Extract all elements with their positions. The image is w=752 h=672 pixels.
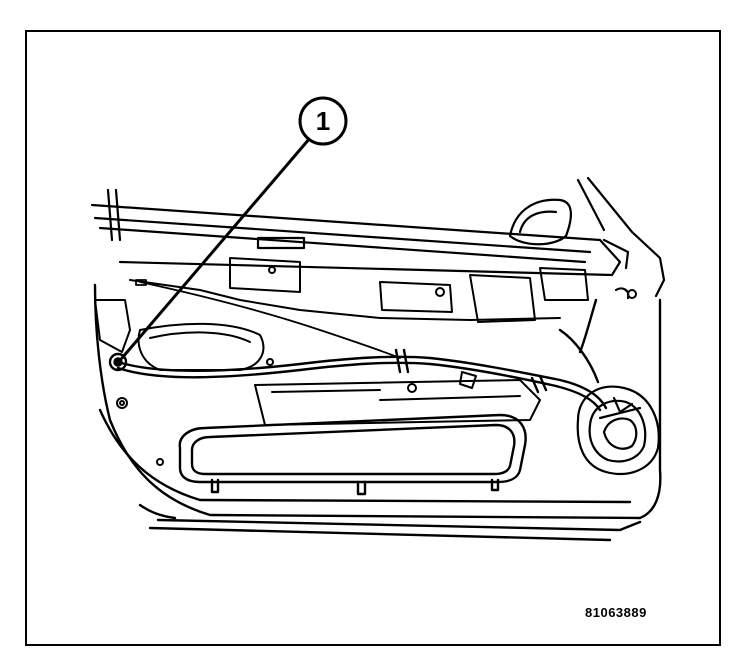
inner-panel-stampings bbox=[94, 257, 637, 466]
window-belt-rail bbox=[90, 188, 622, 277]
mirror-mount-region bbox=[508, 176, 666, 300]
door-shell-outline bbox=[93, 283, 662, 542]
door-pocket bbox=[178, 413, 527, 496]
release-cable bbox=[116, 298, 608, 412]
lock-rod bbox=[135, 279, 401, 359]
figure-frame bbox=[25, 30, 721, 646]
callout-leader bbox=[120, 136, 312, 360]
callout-circle bbox=[298, 96, 348, 146]
speaker-opening bbox=[576, 385, 660, 476]
cable-end-fitting bbox=[108, 352, 128, 372]
figure-id: 81063889 bbox=[585, 605, 647, 620]
callout-number: 1 bbox=[315, 105, 331, 136]
